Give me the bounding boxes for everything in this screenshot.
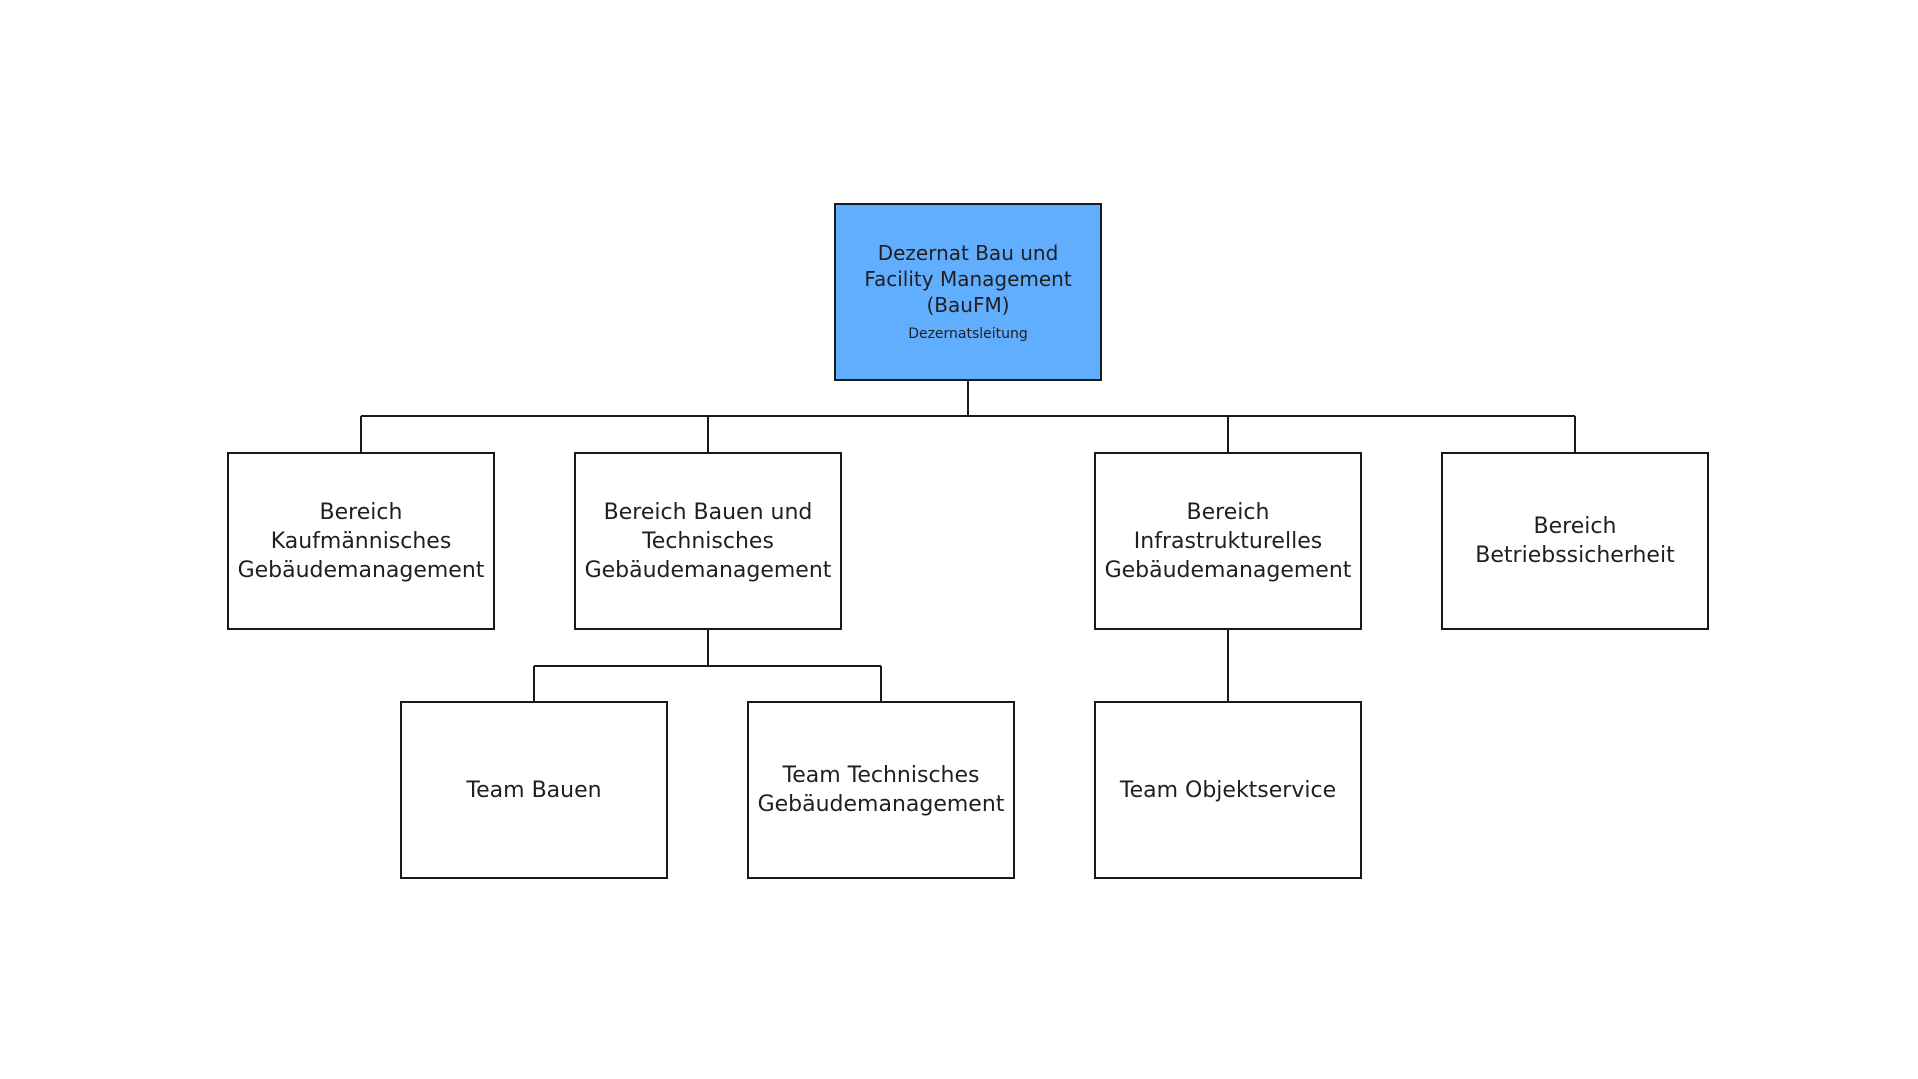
node-dezernat-title: Dezernat Bau und Facility Management (Ba… <box>864 241 1072 317</box>
node-team-objektservice-title: Team Objektservice <box>1119 777 1337 803</box>
node-team-bauen-title: Team Bauen <box>466 777 602 803</box>
node-area-infra: Bereich Infrastrukturelles Gebäudemanage… <box>1094 452 1362 630</box>
node-area-bauen: Bereich Bauen und Technisches Gebäudeman… <box>574 452 842 630</box>
node-dezernat-subtitle: Dezernatsleitung <box>908 326 1028 342</box>
node-dezernat-root: Dezernat Bau und Facility Management (Ba… <box>834 203 1102 381</box>
node-team-bauen: Team Bauen <box>400 701 668 879</box>
node-area-betrieb: Bereich Betriebssicherheit <box>1441 452 1709 630</box>
node-team-objektservice: Team Objektservice <box>1094 701 1362 879</box>
node-area-kaufm-title: Bereich Kaufmännisches Gebäudemanagement <box>237 499 485 583</box>
node-area-kaufm: Bereich Kaufmännisches Gebäudemanagement <box>227 452 495 630</box>
node-area-betrieb-title: Bereich Betriebssicherheit <box>1475 514 1675 568</box>
node-area-infra-title: Bereich Infrastrukturelles Gebäudemanage… <box>1104 499 1352 583</box>
node-team-technisches-title: Team Technisches Gebäudemanagement <box>757 763 1005 817</box>
node-team-technisches: Team Technisches Gebäudemanagement <box>747 701 1015 879</box>
node-area-bauen-title: Bereich Bauen und Technisches Gebäudeman… <box>584 499 832 583</box>
